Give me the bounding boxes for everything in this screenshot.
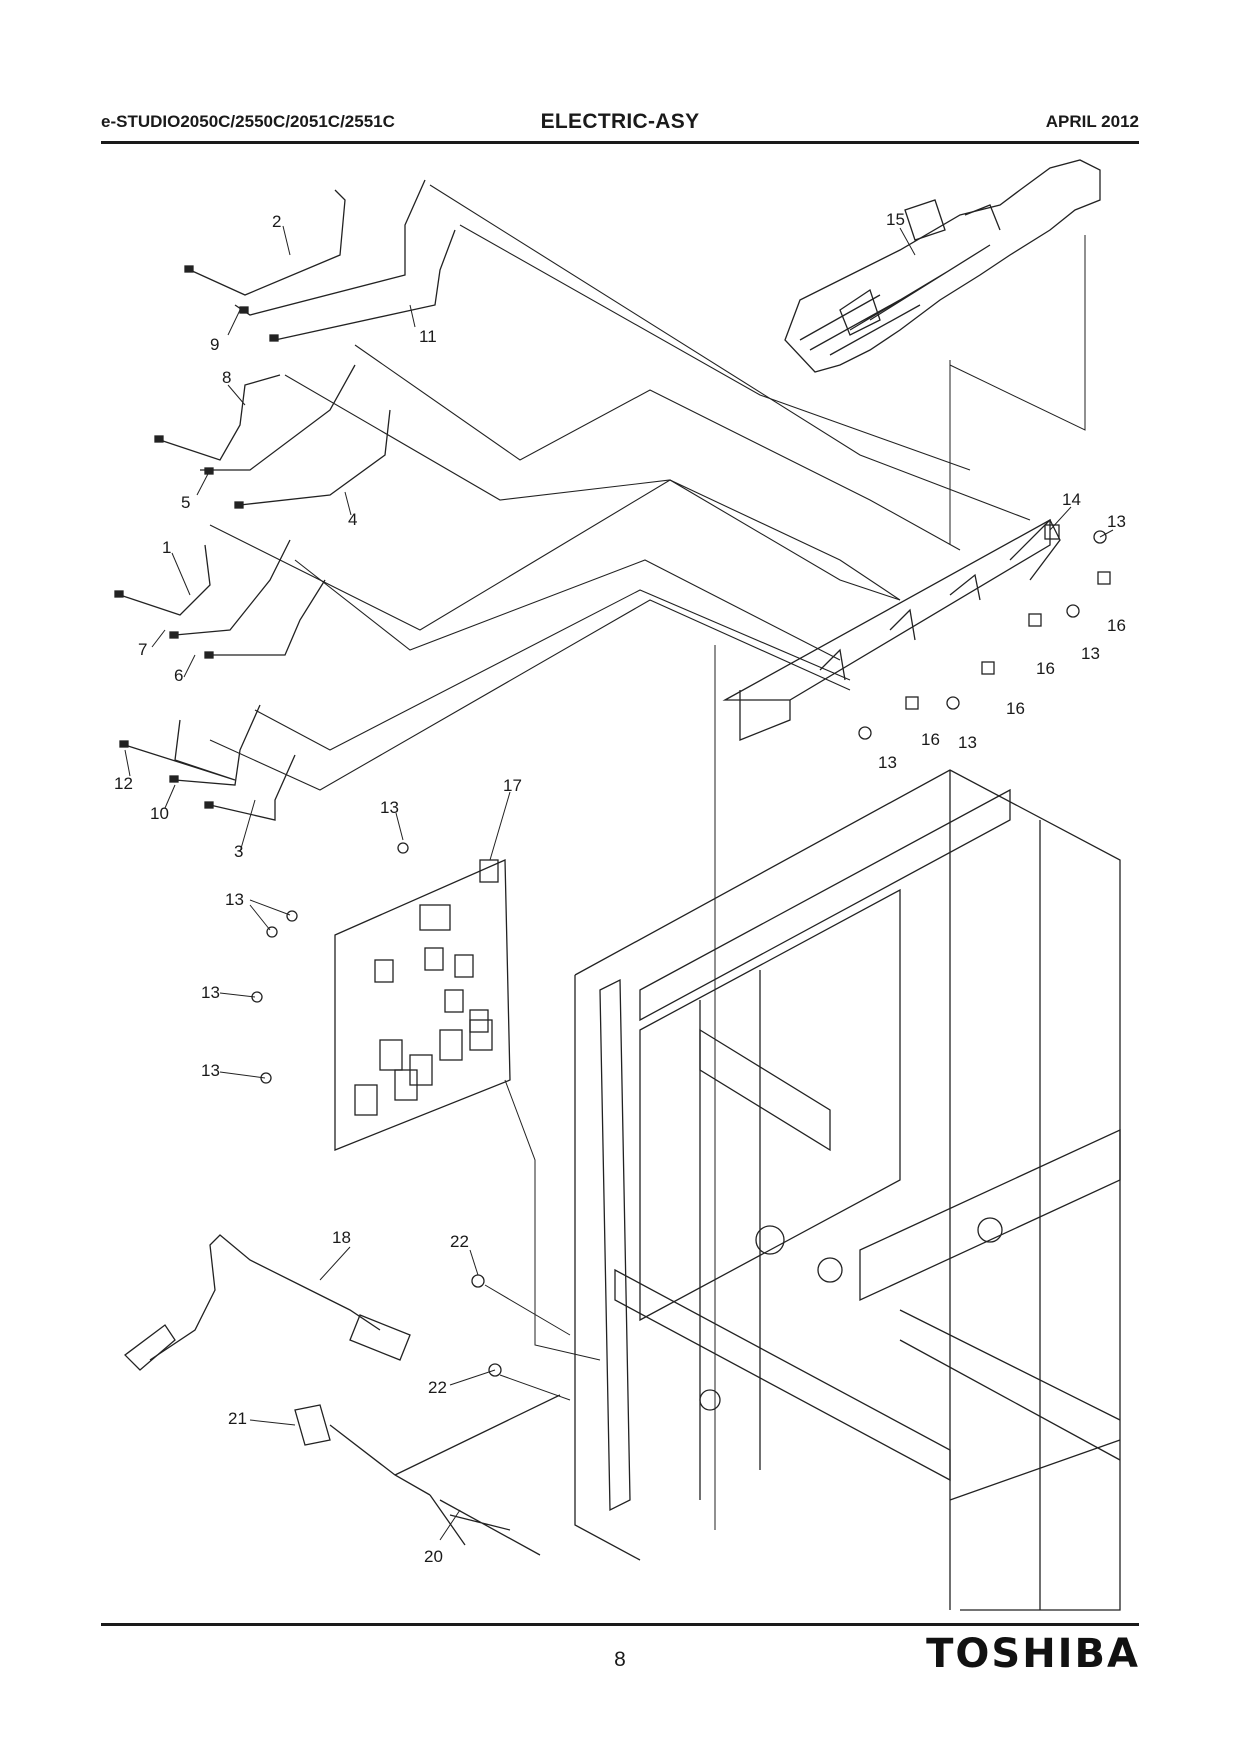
- leader-lines: [484, 235, 1086, 1530]
- callout-16: 16: [1006, 699, 1025, 718]
- power-switch: [294, 1394, 561, 1556]
- section-title: ELECTRIC-ASY: [540, 110, 700, 133]
- document-date: APRIL 2012: [1045, 112, 1139, 131]
- document-model-header: e-STUDIO2050C/2550C/2051C/2551C: [101, 112, 395, 131]
- power-pcb: [334, 859, 511, 1151]
- callout-4: 4: [348, 510, 357, 529]
- wire-harnesses: [119, 179, 456, 821]
- callout-8: 8: [222, 368, 231, 387]
- callout-13: 13: [380, 798, 399, 817]
- callout-9: 9: [210, 335, 219, 354]
- callout-6: 6: [174, 666, 183, 685]
- callout-21: 21: [228, 1409, 247, 1428]
- callout-13: 13: [201, 983, 220, 1002]
- callout-22: 22: [450, 1232, 469, 1251]
- callout-11: 11: [419, 327, 437, 346]
- cable-runs: [209, 184, 1031, 791]
- callout-labels: 2 9 11 8 5 4 1 7 6 12 10 3 15 14 13 16 1…: [114, 210, 1126, 1566]
- callout-15: 15: [886, 210, 905, 229]
- callout-18: 18: [332, 1228, 351, 1247]
- callout-13: 13: [201, 1061, 220, 1080]
- callout-12: 12: [114, 774, 133, 793]
- callout-13: 13: [1107, 512, 1126, 531]
- callout-16: 16: [1107, 616, 1126, 635]
- callout-22: 22: [428, 1378, 447, 1397]
- header-rule: [101, 141, 1139, 144]
- callout-20: 20: [424, 1547, 443, 1566]
- callout-16: 16: [1036, 659, 1055, 678]
- callout-13: 13: [878, 753, 897, 772]
- power-cord: [124, 1234, 411, 1371]
- callout-1: 1: [162, 538, 171, 557]
- callout-14: 14: [1062, 490, 1081, 509]
- page-number: 8: [614, 1648, 626, 1671]
- footer-rule: [101, 1623, 1139, 1626]
- connector-ends: [114, 265, 279, 809]
- callout-13: 13: [225, 890, 244, 909]
- callout-2: 2: [272, 212, 281, 231]
- callout-17: 17: [503, 776, 522, 795]
- callout-5: 5: [181, 493, 190, 512]
- callout-13: 13: [1081, 644, 1100, 663]
- relay-rail: [722, 518, 1061, 741]
- toshiba-logo: TOSHIBA: [926, 1631, 1140, 1677]
- callout-13: 13: [958, 733, 977, 752]
- screws-and-clips: [251, 530, 1111, 1377]
- callout-7: 7: [138, 640, 147, 659]
- callout-3: 3: [234, 842, 243, 861]
- chassis-plate: [784, 159, 1101, 373]
- callout-10: 10: [150, 804, 169, 823]
- callout-16: 16: [921, 730, 940, 749]
- main-frame: [574, 769, 1121, 1611]
